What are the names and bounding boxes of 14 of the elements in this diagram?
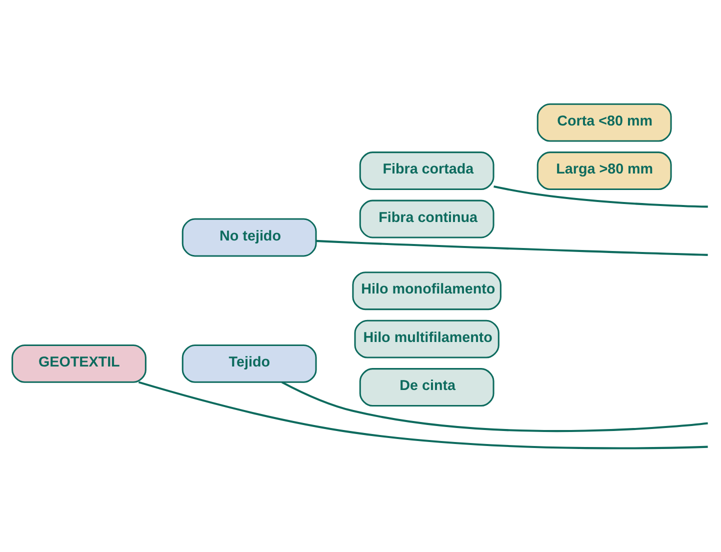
node-box: Hilo multifilamento (354, 319, 500, 358)
node-box: No tejido (182, 218, 317, 256)
connector (316, 239, 708, 256)
node-box: Larga >80 mm (536, 151, 672, 190)
node-box: Hilo monofilamento (352, 271, 502, 310)
node-box: Fibra continua (359, 199, 494, 238)
connector (494, 185, 708, 208)
connector (281, 380, 708, 432)
node-box: De cinta (359, 368, 494, 406)
node-box: GEOTEXTIL (12, 344, 146, 382)
node-box: Tejido (182, 344, 317, 382)
node-box: Corta <80 mm (536, 102, 672, 142)
node-box: Fibra cortada (359, 151, 494, 190)
connector (138, 380, 708, 449)
